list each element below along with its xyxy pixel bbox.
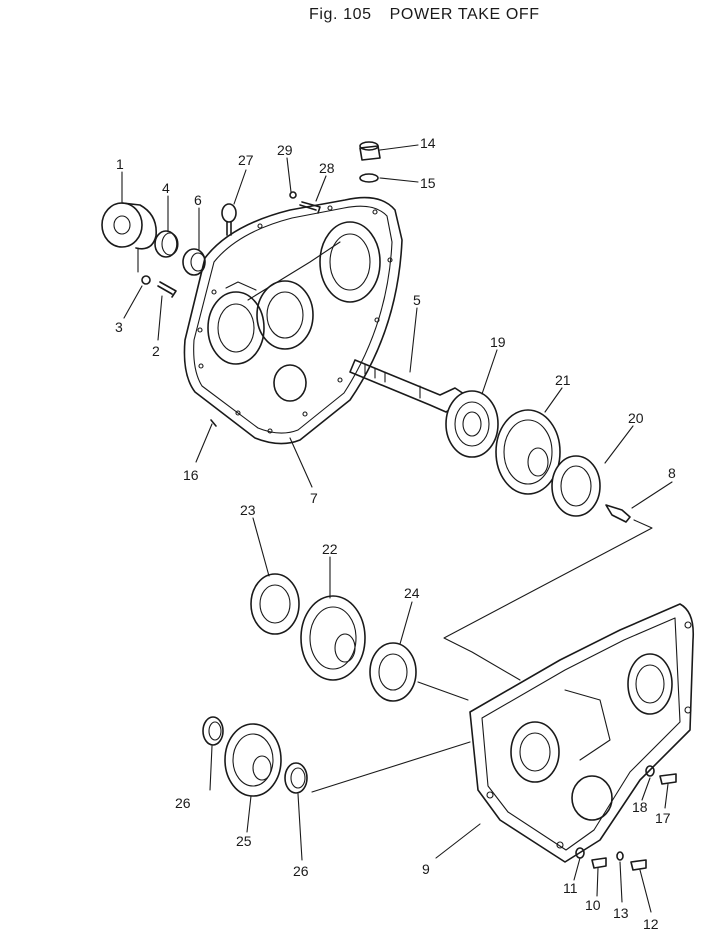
callout-labels: 1 2 3 4 5 6 7 8 9 10 11 12 13 14 15 16 1… (115, 135, 676, 932)
callout-21: 21 (555, 372, 571, 388)
front-cover-housing (183, 196, 403, 445)
callout-2: 2 (152, 343, 160, 359)
callout-27: 27 (238, 152, 254, 168)
bolt-10 (591, 857, 607, 869)
oil-seal-26-left (202, 716, 224, 746)
bearing-19 (445, 390, 499, 458)
callout-19: 19 (490, 334, 506, 350)
callout-9: 9 (422, 861, 430, 877)
callout-25: 25 (236, 833, 252, 849)
bearing-23 (250, 573, 300, 635)
callout-16: 16 (183, 467, 199, 483)
bearing-24 (369, 642, 417, 702)
oil-seal (182, 248, 206, 276)
plug-8 (605, 504, 631, 523)
callout-28: 28 (319, 160, 335, 176)
gear-21 (495, 409, 561, 495)
bolt-17 (659, 773, 677, 785)
callout-22: 22 (322, 541, 338, 557)
washer-18 (645, 765, 655, 777)
figure-caption: POWER TAKE OFF (389, 6, 540, 23)
breather-plug (359, 141, 381, 161)
callout-8: 8 (668, 465, 676, 481)
coupling-flange (101, 202, 157, 250)
callout-29: 29 (277, 142, 293, 158)
callout-3: 3 (115, 319, 123, 335)
figure-number: Fig. 105 (309, 6, 372, 23)
eye-bolt (221, 203, 237, 236)
bolt-12 (630, 859, 647, 871)
callout-20: 20 (628, 410, 644, 426)
callout-5: 5 (413, 292, 421, 308)
seal-ring (154, 230, 179, 258)
callout-7: 7 (310, 490, 318, 506)
callout-24: 24 (404, 585, 420, 601)
callout-6: 6 (194, 192, 202, 208)
callout-23: 23 (240, 502, 256, 518)
washer-13 (616, 851, 624, 861)
callout-1: 1 (116, 156, 124, 172)
callout-26-right: 26 (293, 863, 309, 879)
bolt-28 (299, 201, 321, 214)
bolt-2 (157, 281, 177, 298)
callout-14: 14 (420, 135, 436, 151)
callout-18: 18 (632, 799, 648, 815)
sprocket-25 (224, 723, 282, 797)
callout-15: 15 (420, 175, 436, 191)
callout-13: 13 (613, 905, 629, 921)
washer-3 (141, 275, 151, 285)
figure-title: Fig. 105 POWER TAKE OFF (309, 6, 540, 24)
callout-11: 11 (563, 880, 578, 896)
callout-10: 10 (585, 897, 601, 913)
assembly-guide-lines (137, 247, 653, 793)
callout-12: 12 (643, 916, 659, 932)
leader-lines (121, 144, 673, 913)
gear-22 (300, 595, 366, 681)
callout-4: 4 (162, 180, 170, 196)
callout-17: 17 (655, 810, 671, 826)
bearing-20 (551, 455, 601, 517)
washer-15 (359, 173, 379, 183)
washer-29 (289, 191, 297, 199)
oil-seal-26-right (284, 762, 308, 794)
dowel-pin (210, 419, 217, 427)
callout-26-left: 26 (175, 795, 191, 811)
